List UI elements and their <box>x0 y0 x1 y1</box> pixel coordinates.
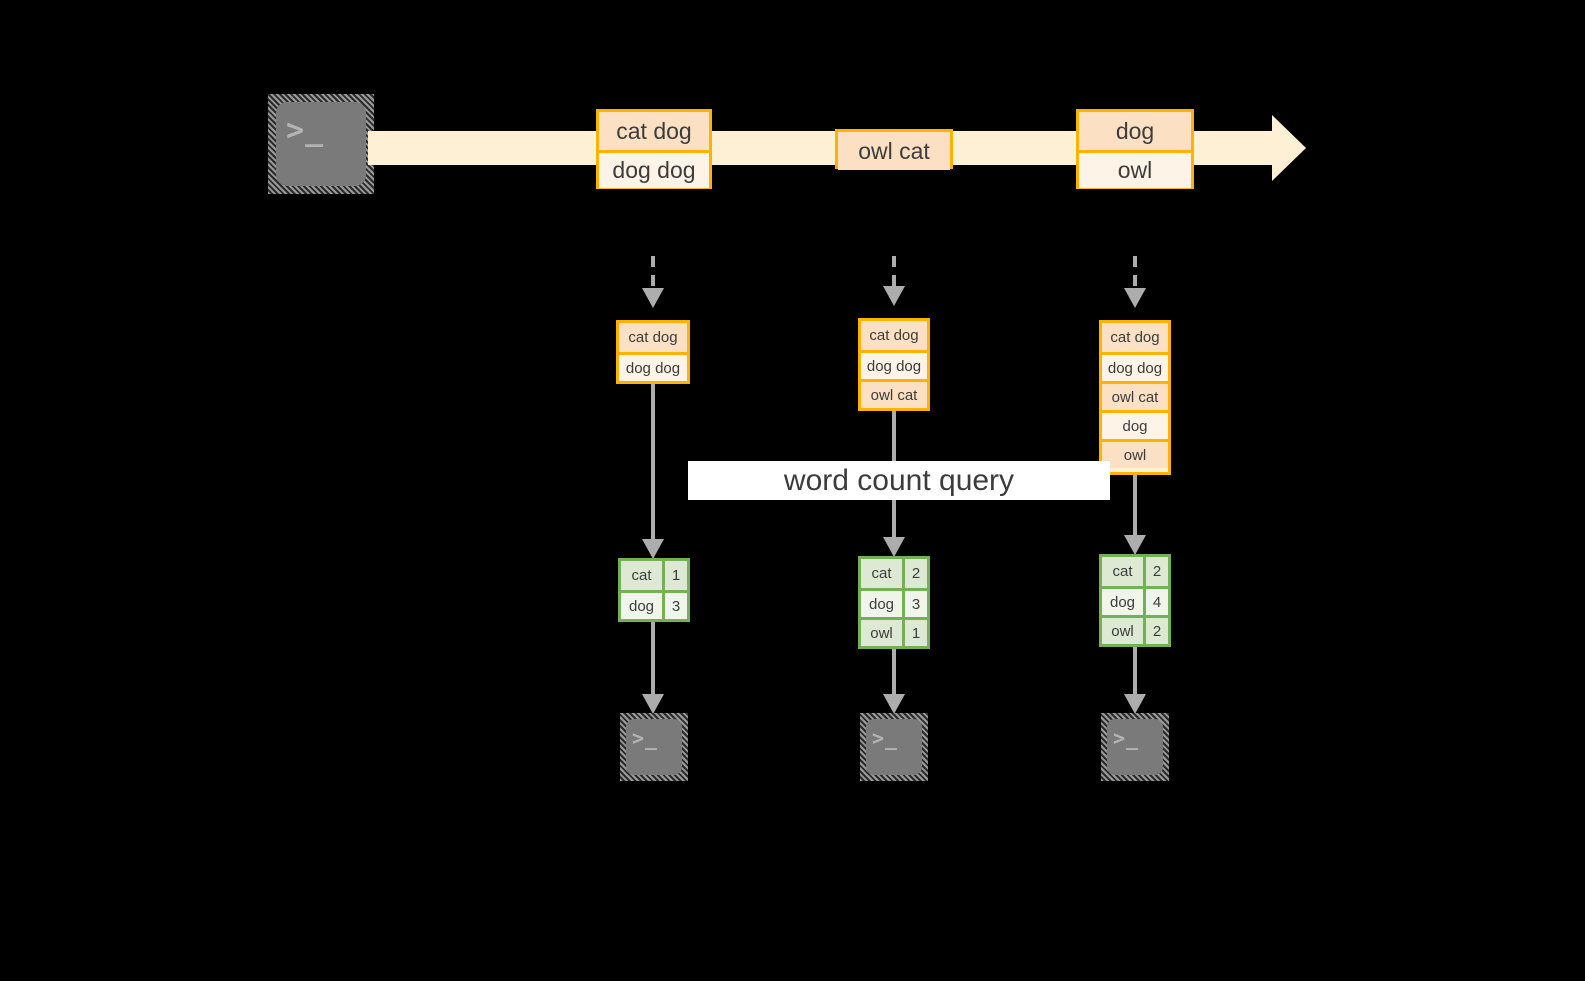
result-count: 1 <box>902 620 927 646</box>
result-word: cat <box>1102 557 1143 586</box>
terminal-prompt-glyph: >_ <box>1113 726 1140 750</box>
column-2-result-table[interactable]: cat 2 dog 3 owl 1 <box>858 556 930 649</box>
stream-event-line: dog <box>1079 112 1191 150</box>
terminal-screen <box>1107 719 1163 775</box>
result-count: 1 <box>662 561 687 590</box>
result-word: owl <box>861 620 902 646</box>
input-line: dog dog <box>1102 352 1168 381</box>
column-1-query-arrowhead <box>642 539 664 559</box>
stream-event-line: cat dog <box>599 112 709 150</box>
column-1-dashed-connector <box>651 256 655 290</box>
column-2-sink-arrowhead <box>883 694 905 714</box>
result-count: 3 <box>662 593 687 619</box>
column-2-query-arrowhead <box>883 537 905 557</box>
result-word: cat <box>621 561 662 590</box>
column-1-sink-connector <box>651 622 655 698</box>
event-stream-arrowhead <box>1272 115 1306 181</box>
input-line: cat dog <box>861 321 927 350</box>
column-3-result-table[interactable]: cat 2 dog 4 owl 2 <box>1099 554 1171 647</box>
query-label: word count query <box>688 461 1110 500</box>
table-row: dog 3 <box>621 590 687 619</box>
source-terminal-icon: >_ <box>268 94 374 194</box>
column-3-dashed-connector <box>1133 256 1137 290</box>
terminal-prompt-glyph: >_ <box>632 726 659 750</box>
input-line: cat dog <box>619 323 687 352</box>
input-line: dog dog <box>619 352 687 381</box>
terminal-screen <box>626 719 682 775</box>
result-word: dog <box>621 593 662 619</box>
input-line: dog dog <box>861 350 927 379</box>
column-3-dashed-arrowhead <box>1124 288 1146 308</box>
column-2-dashed-arrowhead <box>883 286 905 306</box>
result-count: 2 <box>902 559 927 588</box>
column-2-dashed-connector <box>892 256 896 288</box>
terminal-prompt-glyph: >_ <box>872 726 899 750</box>
stream-event-line: dog dog <box>599 150 709 188</box>
result-word: dog <box>1102 589 1143 615</box>
stream-event-box-1[interactable]: cat dog dog dog <box>596 109 712 189</box>
column-3-sink-terminal-icon: >_ <box>1101 713 1169 781</box>
table-row: cat 2 <box>1102 557 1168 586</box>
table-row: owl 1 <box>861 617 927 646</box>
table-row: cat 1 <box>621 561 687 590</box>
terminal-prompt-glyph: >_ <box>286 113 325 148</box>
table-row: dog 3 <box>861 588 927 617</box>
column-1-input-box[interactable]: cat dog dog dog <box>616 320 690 384</box>
input-line: owl <box>1102 439 1168 468</box>
result-count: 2 <box>1143 618 1168 644</box>
stream-event-box-2[interactable]: owl cat <box>835 129 953 170</box>
result-word: cat <box>861 559 902 588</box>
table-row: owl 2 <box>1102 615 1168 644</box>
stream-event-line: owl cat <box>838 132 950 170</box>
column-3-query-arrowhead <box>1124 535 1146 555</box>
result-count: 3 <box>902 591 927 617</box>
table-row: cat 2 <box>861 559 927 588</box>
column-2-sink-connector <box>892 649 896 698</box>
terminal-screen <box>276 102 366 186</box>
result-count: 4 <box>1143 589 1168 615</box>
stream-event-line: owl <box>1079 150 1191 188</box>
table-row: dog 4 <box>1102 586 1168 615</box>
column-2-input-box[interactable]: cat dog dog dog owl cat <box>858 318 930 411</box>
column-3-sink-arrowhead <box>1124 694 1146 714</box>
input-line: owl cat <box>1102 381 1168 410</box>
column-2-sink-terminal-icon: >_ <box>860 713 928 781</box>
result-word: owl <box>1102 618 1143 644</box>
input-line: owl cat <box>861 379 927 408</box>
terminal-screen <box>866 719 922 775</box>
column-1-result-table[interactable]: cat 1 dog 3 <box>618 558 690 622</box>
column-3-input-box[interactable]: cat dog dog dog owl cat dog owl <box>1099 320 1171 475</box>
result-word: dog <box>861 591 902 617</box>
column-3-query-connector <box>1133 475 1137 540</box>
column-1-sink-arrowhead <box>642 694 664 714</box>
input-line: dog <box>1102 410 1168 439</box>
column-1-query-connector <box>651 384 655 544</box>
result-count: 2 <box>1143 557 1168 586</box>
input-line: cat dog <box>1102 323 1168 352</box>
stream-event-box-3[interactable]: dog owl <box>1076 109 1194 189</box>
column-3-sink-connector <box>1133 647 1137 698</box>
column-1-sink-terminal-icon: >_ <box>620 713 688 781</box>
column-1-dashed-arrowhead <box>642 288 664 308</box>
